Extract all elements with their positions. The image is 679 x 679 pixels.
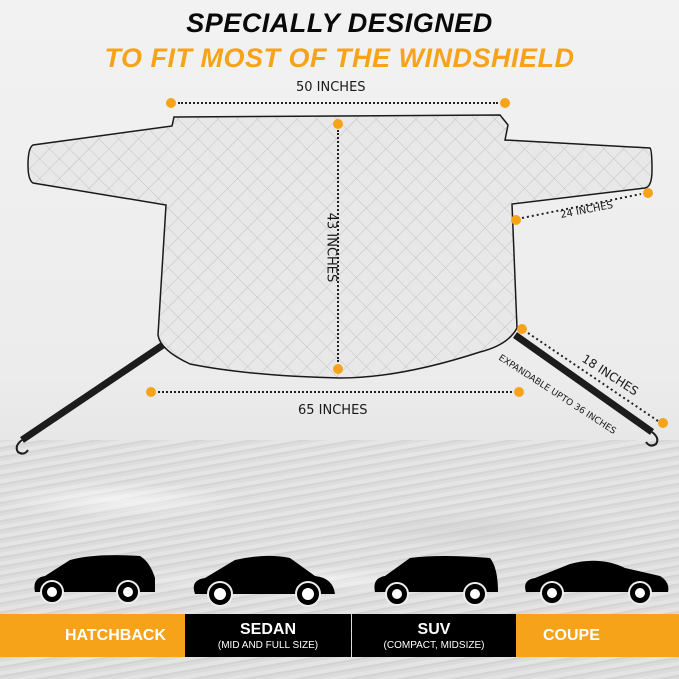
marker-dot <box>643 188 653 198</box>
marker-dot <box>511 215 521 225</box>
suv-icon <box>374 556 498 606</box>
headline-line2: TO FIT MOST OF THE WINDSHIELD <box>104 43 575 73</box>
vehicle-type-name: SUV <box>417 620 451 638</box>
dimension-bottom-width: 65 INCHES <box>298 403 368 418</box>
vehicle-label-suv: SUV (COMPACT, MIDSIZE) <box>352 614 516 657</box>
vehicle-type-name: COUPE <box>543 626 600 644</box>
marker-dot <box>333 364 343 374</box>
vehicle-label-sedan: SEDAN (MID AND FULL SIZE) <box>185 614 351 657</box>
sedan-icon <box>193 555 335 607</box>
vehicle-label-hatchback: HATCHBACK <box>0 614 185 657</box>
marker-dot <box>500 98 510 108</box>
dimension-top-width: 50 INCHES <box>296 80 366 95</box>
hatchback-icon <box>34 555 155 604</box>
marker-dot <box>514 387 524 397</box>
dimension-line <box>158 391 512 393</box>
vehicle-label-coupe: COUPE <box>516 614 679 657</box>
vehicle-type-name: SEDAN <box>239 620 296 638</box>
dimension-line <box>178 102 498 104</box>
marker-dot <box>517 324 527 334</box>
vehicle-silhouettes <box>34 555 669 607</box>
marker-dot <box>166 98 176 108</box>
marker-dot <box>333 119 343 129</box>
marker-dot <box>658 418 668 428</box>
vehicle-type-subtitle: (COMPACT, MIDSIZE) <box>383 639 485 651</box>
vehicle-type-name: HATCHBACK <box>64 626 166 644</box>
headline-line1: SPECIALLY DESIGNED <box>186 8 493 38</box>
vehicle-type-subtitle: (MID AND FULL SIZE) <box>217 639 319 651</box>
dimension-line <box>337 130 339 362</box>
coupe-icon <box>525 560 669 605</box>
marker-dot <box>146 387 156 397</box>
